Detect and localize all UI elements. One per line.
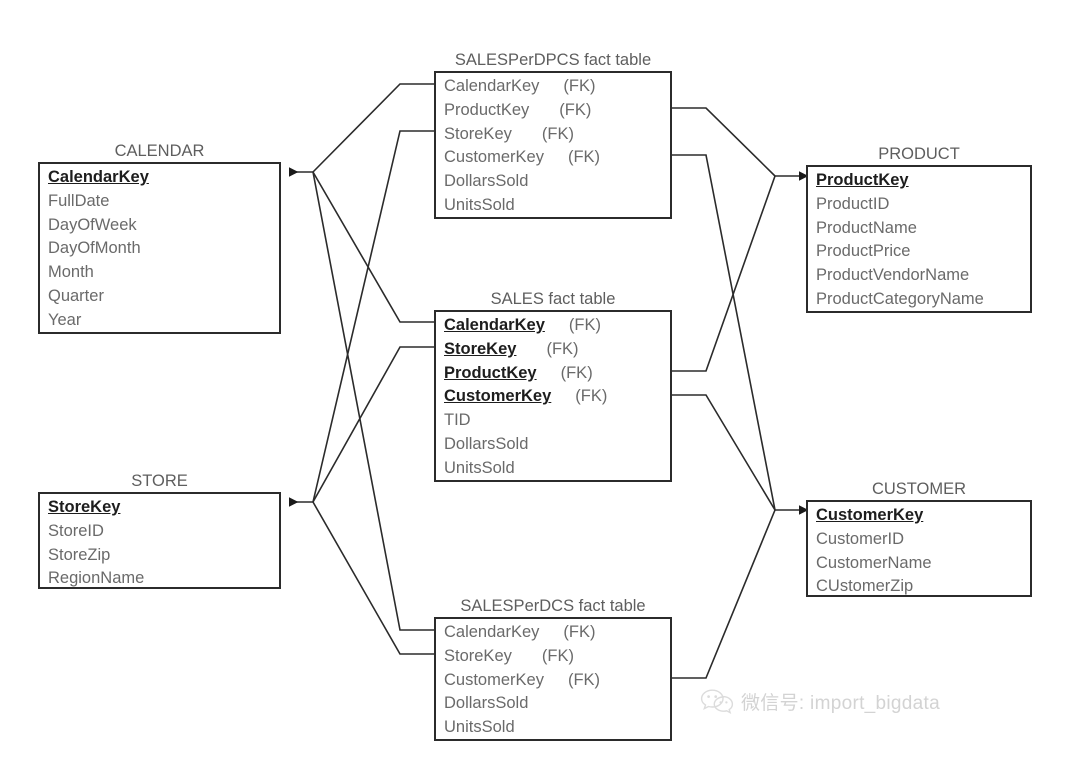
entity-calendar[interactable]: CALENDAR CalendarKey FullDate DayOfWeek … <box>38 142 281 334</box>
entity-title-product: PRODUCT <box>878 145 960 163</box>
entity-box-salesperdpcs: CalendarKey(FK) ProductKey(FK) StoreKey(… <box>434 71 672 219</box>
fk-marker: (FK) <box>541 124 574 143</box>
attribute-row: ProductVendorName <box>816 266 970 285</box>
attribute-row: TID <box>444 411 471 430</box>
entity-box-sales: CalendarKey(FK) StoreKey(FK) ProductKey(… <box>434 310 672 482</box>
edge-calendar-sales <box>312 171 434 323</box>
attribute-row: UnitsSold <box>444 458 515 477</box>
attribute-row: ProductPrice <box>816 242 911 261</box>
edge-salesperdpcs-customer <box>672 154 776 511</box>
attribute-row: FullDate <box>48 191 110 210</box>
attribute-row: ProductCategoryName <box>816 289 984 308</box>
edge-sales-customer <box>672 394 776 511</box>
attribute-row: ProductKey(FK) <box>436 99 670 123</box>
entity-title-sales: SALES fact table <box>490 290 616 308</box>
entity-title-store: STORE <box>131 472 188 490</box>
attribute-row: ProductKey(FK) <box>436 362 670 386</box>
entity-title-salesperdcs: SALESPerDCS fact table <box>460 597 646 615</box>
wechat-icon <box>700 689 734 714</box>
fk-marker: (FK) <box>567 148 601 167</box>
attribute-row: DayOfMonth <box>48 239 141 258</box>
attribute-row: DollarsSold <box>444 172 529 191</box>
edge-store-sales <box>312 346 434 503</box>
attribute-row: CustomerID <box>816 529 905 548</box>
attribute-row: CalendarKey(FK) <box>436 314 670 338</box>
attribute-row: ProductKey <box>816 171 909 189</box>
attribute-row: Quarter <box>48 286 104 305</box>
attribute-row: UnitsSold <box>444 195 515 214</box>
fk-marker: (FK) <box>541 646 574 665</box>
watermark-text: 微信号: import_bigdata <box>741 693 940 714</box>
attribute-row: CustomerKey(FK) <box>436 669 670 693</box>
entity-sales[interactable]: SALES fact table CalendarKey(FK) StoreKe… <box>434 290 672 482</box>
edge-calendar-salesperdpcs <box>312 83 434 173</box>
attribute-row: StoreZip <box>48 545 111 564</box>
entity-box-salesperdcs: CalendarKey(FK) StoreKey(FK) CustomerKey… <box>434 617 672 741</box>
entity-title-calendar: CALENDAR <box>114 142 205 160</box>
attribute-row: CalendarKey(FK) <box>436 621 670 645</box>
attribute-row: CustomerKey(FK) <box>436 146 670 170</box>
entity-product[interactable]: PRODUCT ProductKey ProductID ProductName… <box>806 145 1032 313</box>
edge-salesperdpcs-product <box>672 107 776 177</box>
fk-marker: (FK) <box>560 363 593 382</box>
attribute-row: StoreKey(FK) <box>436 338 670 362</box>
attribute-row: StoreKey(FK) <box>436 645 670 669</box>
edge-store-salesperdcs <box>312 501 434 655</box>
attribute-row: CustomerKey(FK) <box>436 385 670 409</box>
entity-box-calendar: CalendarKey FullDate DayOfWeek DayOfMont… <box>38 162 281 334</box>
attribute-row: Year <box>48 310 82 329</box>
entity-title-salesperdpcs: SALESPerDPCS fact table <box>454 51 652 69</box>
fk-marker: (FK) <box>568 316 601 334</box>
fk-marker: (FK) <box>559 100 592 119</box>
fk-marker: (FK) <box>546 339 579 358</box>
entity-customer[interactable]: CUSTOMER CustomerKey CustomerID Customer… <box>806 480 1032 597</box>
edge-salesperdcs-customer <box>672 509 776 679</box>
entity-salesperdcs[interactable]: SALESPerDCS fact table CalendarKey(FK) S… <box>434 597 672 741</box>
attribute-row: DollarsSold <box>444 694 529 713</box>
edge-store-salesperdpcs <box>312 130 434 503</box>
fk-marker: (FK) <box>567 670 601 689</box>
attribute-row: ProductName <box>816 218 917 237</box>
entity-box-store: StoreKey StoreID StoreZip RegionName <box>38 492 281 589</box>
attribute-row: Month <box>48 263 94 282</box>
attribute-row: StoreKey(FK) <box>436 123 670 147</box>
attribute-row: DollarsSold <box>444 434 529 453</box>
attribute-row: CalendarKey(FK) <box>436 75 670 99</box>
attribute-row: CUstomerZip <box>816 577 914 596</box>
edge-sales-product <box>672 175 776 372</box>
attribute-row: CustomerName <box>816 553 932 572</box>
entity-box-customer: CustomerKey CustomerID CustomerName CUst… <box>806 500 1032 597</box>
attribute-row: CustomerKey <box>816 506 924 524</box>
attribute-row: CalendarKey <box>48 168 149 186</box>
watermark: 微信号: import_bigdata <box>700 688 940 715</box>
attribute-row: StoreID <box>48 521 104 540</box>
entity-box-product: ProductKey ProductID ProductName Product… <box>806 165 1032 313</box>
fk-marker: (FK) <box>563 623 596 641</box>
entity-salesperdpcs[interactable]: SALESPerDPCS fact table CalendarKey(FK) … <box>434 51 672 219</box>
attribute-row: ProductID <box>816 194 890 213</box>
attribute-row: RegionName <box>48 569 145 588</box>
attribute-row: DayOfWeek <box>48 215 137 234</box>
entity-title-customer: CUSTOMER <box>871 480 967 498</box>
attribute-row: UnitsSold <box>444 718 515 737</box>
fk-marker: (FK) <box>575 387 608 406</box>
entity-store[interactable]: STORE StoreKey StoreID StoreZip RegionNa… <box>38 472 281 589</box>
edge-calendar-salesperdcs <box>312 171 434 631</box>
attribute-row: StoreKey <box>48 498 121 516</box>
fk-marker: (FK) <box>563 77 596 95</box>
